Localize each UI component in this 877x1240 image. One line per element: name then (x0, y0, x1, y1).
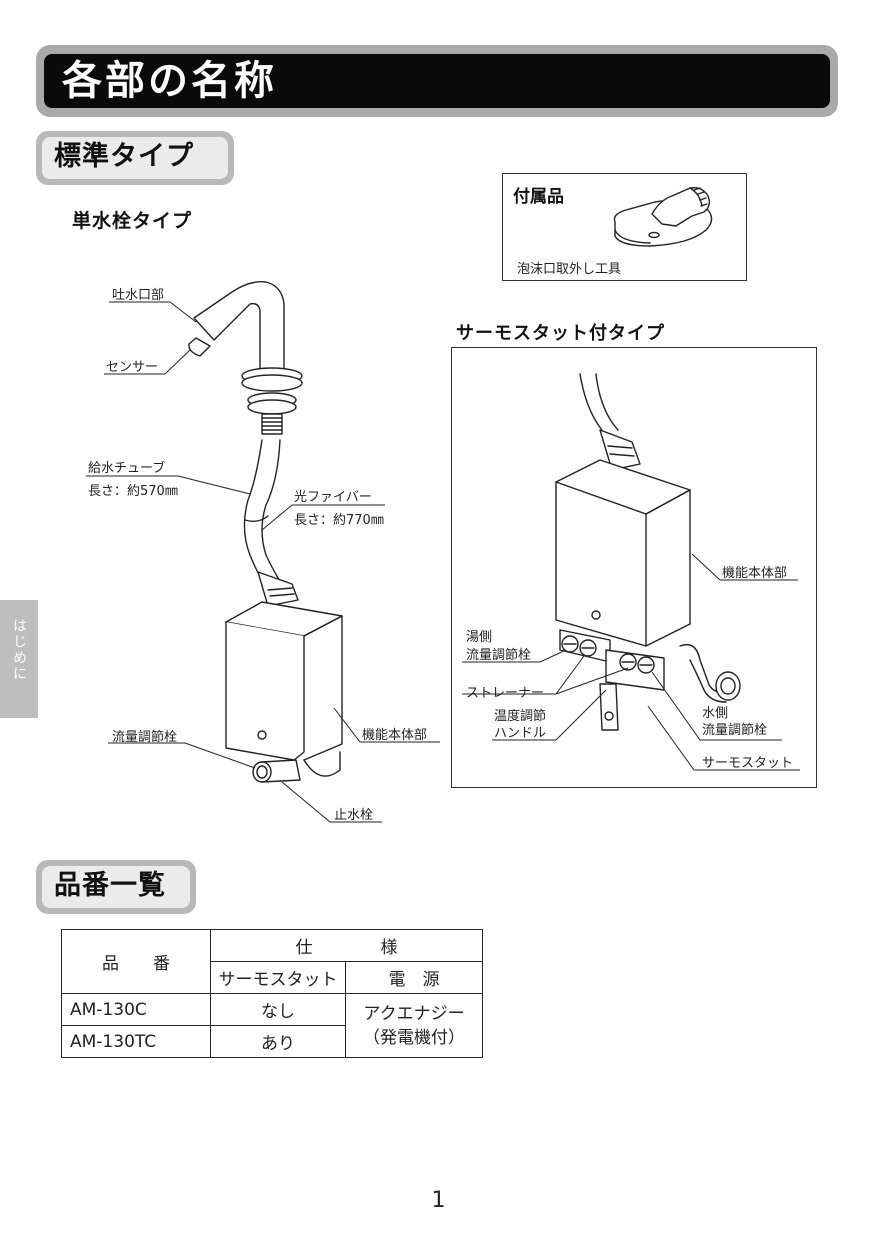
foam-nozzle-tool-illustration (613, 186, 713, 247)
power-cell: アクエナジー （発電機付） (345, 993, 483, 1058)
label-flow-valve: 流量調節栓 (112, 730, 178, 745)
leader-spout (109, 301, 197, 323)
section-standard-tab: 標準タイプ (36, 131, 234, 185)
page-title-banner: 各部の名称 (36, 45, 838, 117)
label-temp-handle-2: ハンドル (494, 726, 547, 741)
table-header-row: 品 番 仕 様 (61, 929, 483, 994)
label-thermostat: サーモスタット (702, 756, 794, 771)
label-main-body: 機能本体部 (362, 728, 428, 743)
header-power: 電 源 (345, 961, 483, 994)
model-spec-table: 品 番 仕 様 サーモスタット 電 源 AM-130C なし アクエナジー （発… (61, 929, 483, 1058)
thermo-type-title: サーモスタット付タイプ (456, 323, 665, 344)
table-row: AM-130TC あり (61, 1025, 483, 1058)
label-hot-flow-2: 流量調節栓 (466, 648, 532, 663)
model-cell: AM-130C (61, 993, 211, 1026)
page-number: 1 (431, 1188, 446, 1213)
thermostat-cell: あり (210, 1025, 346, 1058)
header-thermostat: サーモスタット (210, 961, 346, 994)
table-subheader-row: サーモスタット 電 源 (62, 961, 483, 994)
header-spec: 仕 様 (210, 929, 483, 962)
label-spout: 吐水口部 (112, 288, 165, 303)
label-supply-tube-length: 長さ：約570㎜ (88, 484, 178, 499)
power-line-2: （発電機付） (363, 1027, 465, 1048)
thermo-diagram-frame (451, 347, 817, 788)
page-title: 各部の名称 (44, 54, 830, 108)
label-supply-tube: 給水チューブ (88, 461, 166, 476)
label-optical-fiber: 光ファイバー (294, 490, 372, 505)
accessory-caption: 泡沫口取外し工具 (517, 262, 622, 277)
leader-thermo-main-body (691, 553, 798, 581)
leader-strainer (462, 655, 629, 695)
power-line-1: アクエナジー (363, 1003, 465, 1024)
label-sensor: センサー (106, 360, 159, 375)
label-thermo-main-body: 機能本体部 (722, 566, 788, 581)
label-strainer: ストレーナー (466, 686, 545, 701)
main-body-illustration (225, 601, 343, 783)
header-model: 品 番 (61, 929, 211, 994)
label-optical-fiber-length: 長さ：約770㎜ (294, 513, 384, 528)
leader-temp-handle (492, 689, 607, 741)
leader-flow-valve (108, 742, 256, 769)
accessory-title: 付属品 (513, 187, 564, 207)
label-cold-flow-2: 流量調節栓 (702, 723, 768, 738)
side-tab-label: はじめに (11, 618, 27, 682)
side-tab: はじめに (0, 600, 38, 718)
leader-main-body (333, 707, 440, 743)
leader-optical-fiber (261, 504, 385, 531)
section-models-title: 品番一覧 (42, 866, 190, 908)
thermostat-unit-illustration (555, 373, 741, 731)
leader-hot-flow (462, 649, 567, 663)
leader-thermostat (647, 705, 800, 771)
model-cell: AM-130TC (61, 1025, 211, 1058)
supply-tube-illustration (243, 439, 299, 607)
label-hot-flow-1: 湯側 (466, 630, 493, 645)
leader-cold-flow (651, 671, 782, 741)
faucet-spout-illustration (188, 281, 303, 435)
table-row: AM-130C なし アクエナジー （発電機付） (61, 993, 483, 1058)
label-stop-valve: 止水栓 (334, 808, 374, 823)
leader-supply-tube (86, 475, 251, 495)
section-models-tab: 品番一覧 (36, 860, 196, 914)
section-standard-title: 標準タイプ (42, 137, 228, 179)
label-cold-flow-1: 水側 (702, 706, 729, 721)
leader-stop-valve (281, 781, 382, 823)
leader-sensor (104, 349, 191, 375)
single-type-title: 単水栓タイプ (72, 210, 193, 232)
label-temp-handle-1: 温度調節 (494, 709, 547, 724)
thermostat-cell: なし (210, 993, 346, 1026)
